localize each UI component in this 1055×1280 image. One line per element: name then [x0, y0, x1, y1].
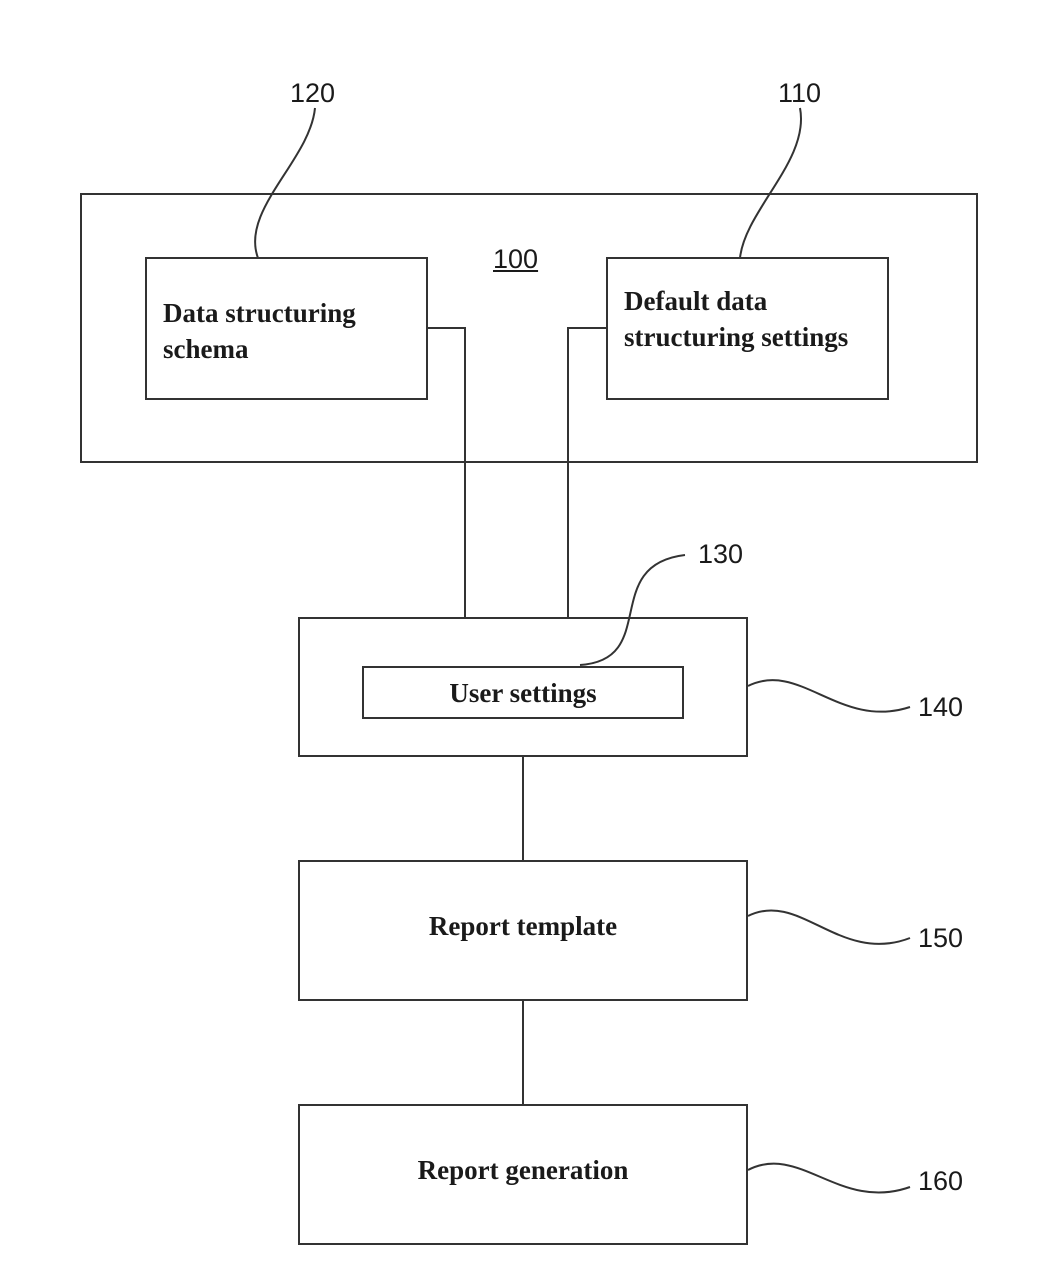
schema-to-user-connector: [428, 327, 466, 617]
leader-160: [747, 1162, 911, 1194]
defaults-ref-110: 110: [778, 78, 822, 108]
leader-120: [254, 107, 316, 259]
user-settings-box: User settings: [362, 666, 684, 719]
report-generation-box: Report generation: [298, 1104, 748, 1245]
leader-130: [579, 554, 686, 666]
defaults-to-user-connector: [567, 327, 606, 617]
report-template-ref-150: 150: [918, 923, 964, 953]
user-block-ref-140: 140: [918, 692, 964, 722]
leader-150: [747, 909, 911, 945]
defaults-box: Default data structuring settings: [606, 257, 889, 400]
user-settings-ref-130: 130: [698, 539, 744, 569]
defaults-label-line1: Default data: [624, 286, 768, 316]
report-generation-ref-160: 160: [918, 1166, 964, 1196]
schema-label-line1: Data structuring: [163, 298, 356, 328]
leader-110: [739, 107, 803, 259]
schema-box: Data structuring schema: [145, 257, 428, 400]
schema-label: Data structuring schema: [163, 295, 356, 367]
user-settings-label: User settings: [449, 678, 597, 708]
user-block: [298, 617, 748, 757]
leader-140: [747, 679, 911, 713]
schema-ref-120: 120: [290, 78, 336, 108]
defaults-label: Default data structuring settings: [624, 283, 848, 355]
schema-label-line2: schema: [163, 334, 249, 364]
defaults-label-line2: structuring settings: [624, 322, 849, 352]
system-ref-100: 100: [493, 244, 539, 274]
report-template-box: Report template: [298, 860, 748, 1001]
system-box: [80, 193, 978, 463]
report-template-label: Report template: [428, 911, 618, 941]
report-generation-label: Report generation: [417, 1155, 629, 1185]
